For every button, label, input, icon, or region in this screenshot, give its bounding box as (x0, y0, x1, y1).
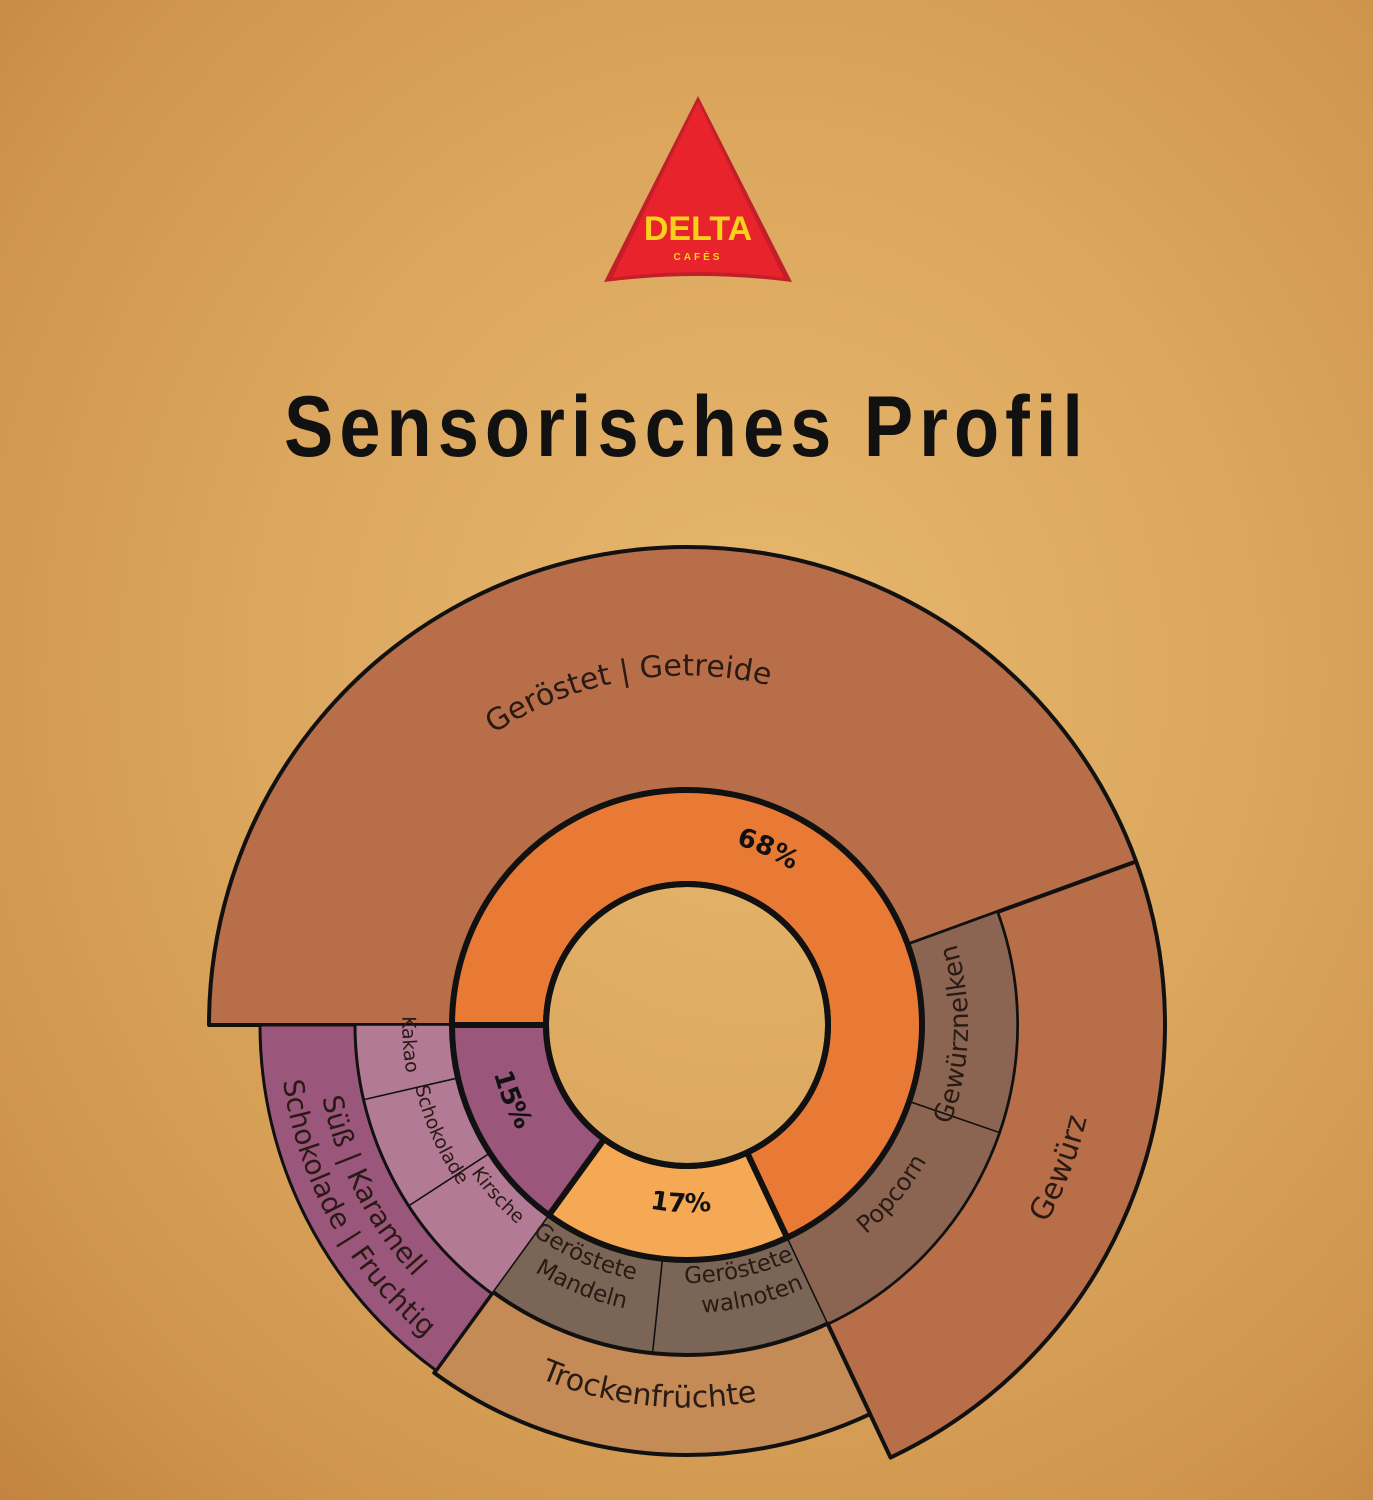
center-hole (543, 881, 831, 1169)
label-text: 17% (649, 1186, 712, 1220)
logo-brand: DELTA (644, 210, 752, 248)
segment-suess (258, 1023, 494, 1372)
logo-sub: CAFÉS (674, 250, 723, 263)
label-cocoa: Kakao (397, 1016, 423, 1074)
delta-cafes-logo: DELTA CAFÉS (604, 96, 792, 282)
label-pct-nuts: 17% (649, 1186, 712, 1220)
label-text: Kakao (397, 1016, 423, 1074)
segment-trockenfruechte (432, 1289, 873, 1457)
page-title: Sensorisches Profil (284, 379, 1089, 475)
